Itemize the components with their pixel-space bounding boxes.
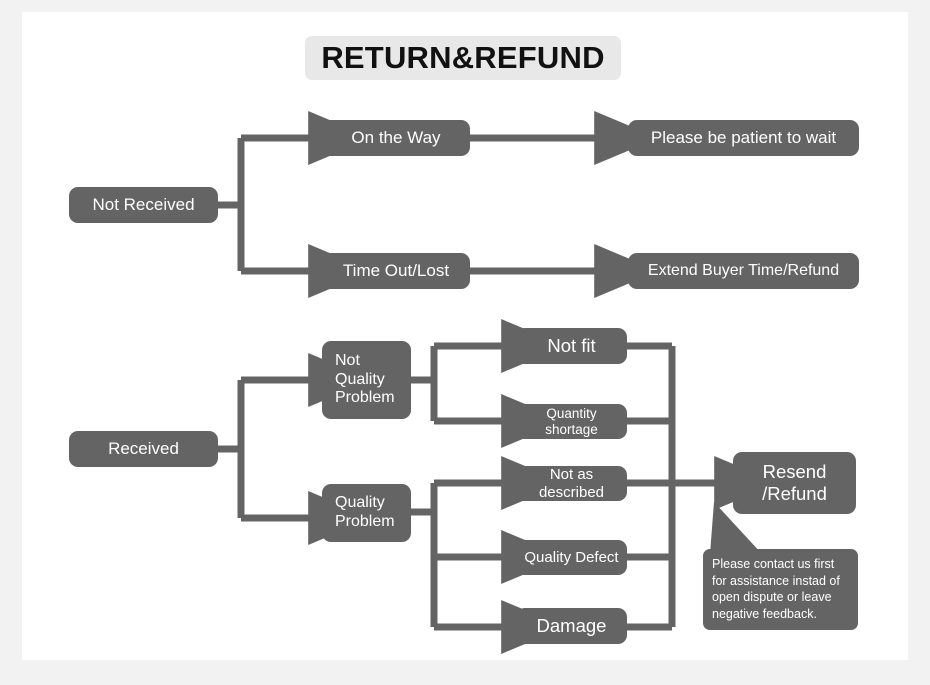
node-not-quality-problem[interactable]: Not Quality Problem xyxy=(322,341,411,419)
node-on-the-way[interactable]: On the Way xyxy=(322,120,470,156)
node-damage-label: Damage xyxy=(536,615,607,637)
node-quantity-shortage-label: Quantity shortage xyxy=(545,405,598,437)
node-not-fit-label: Not fit xyxy=(547,335,596,357)
node-resend-refund[interactable]: Resend /Refund xyxy=(733,452,856,514)
note-line-3: open dispute or leave xyxy=(712,590,832,605)
node-quality-problem[interactable]: Quality Problem xyxy=(322,484,411,542)
node-quantity-shortage[interactable]: Quantity shortage xyxy=(516,404,627,439)
node-not-received-label: Not Received xyxy=(92,194,195,214)
node-not-as-described[interactable]: Not as described xyxy=(516,466,627,501)
node-please-be-patient-to-wait-label: Please be patient to wait xyxy=(650,127,837,147)
page-title: RETURN&REFUND xyxy=(321,40,605,75)
node-resend-refund-label: Resend /Refund xyxy=(762,461,827,504)
node-extend-buyer-time-refund-label: Extend Buyer Time/Refund xyxy=(647,261,840,279)
node-received-label: Received xyxy=(108,438,179,458)
node-time-out-lost[interactable]: Time Out/Lost xyxy=(322,253,470,289)
node-quality-defect[interactable]: Quality Defect xyxy=(516,540,627,575)
note-callout: Please contact us first for assistance i… xyxy=(703,549,858,630)
node-on-the-way-label: On the Way xyxy=(351,127,441,147)
node-received[interactable]: Received xyxy=(69,431,218,467)
node-not-fit[interactable]: Not fit xyxy=(516,328,627,364)
node-time-out-lost-label: Time Out/Lost xyxy=(342,260,450,280)
note-line-4: negative feedback. xyxy=(712,606,817,621)
node-damage[interactable]: Damage xyxy=(516,608,627,644)
node-not-quality-problem-label: Not Quality Problem xyxy=(335,351,395,407)
note-line-2: for assistance instad of xyxy=(712,573,840,588)
note-callout-tail xyxy=(710,502,762,554)
page-title-chip xyxy=(305,36,621,80)
node-not-received[interactable]: Not Received xyxy=(69,187,218,223)
node-please-be-patient-to-wait[interactable]: Please be patient to wait xyxy=(628,120,859,156)
node-quality-problem-label: Quality Problem xyxy=(335,494,395,530)
node-quality-defect-label: Quality Defect xyxy=(524,548,619,566)
node-extend-buyer-time-refund[interactable]: Extend Buyer Time/Refund xyxy=(628,253,859,289)
note-line-1: Please contact us first xyxy=(712,557,835,571)
node-not-as-described-label: Not as described xyxy=(538,465,605,501)
